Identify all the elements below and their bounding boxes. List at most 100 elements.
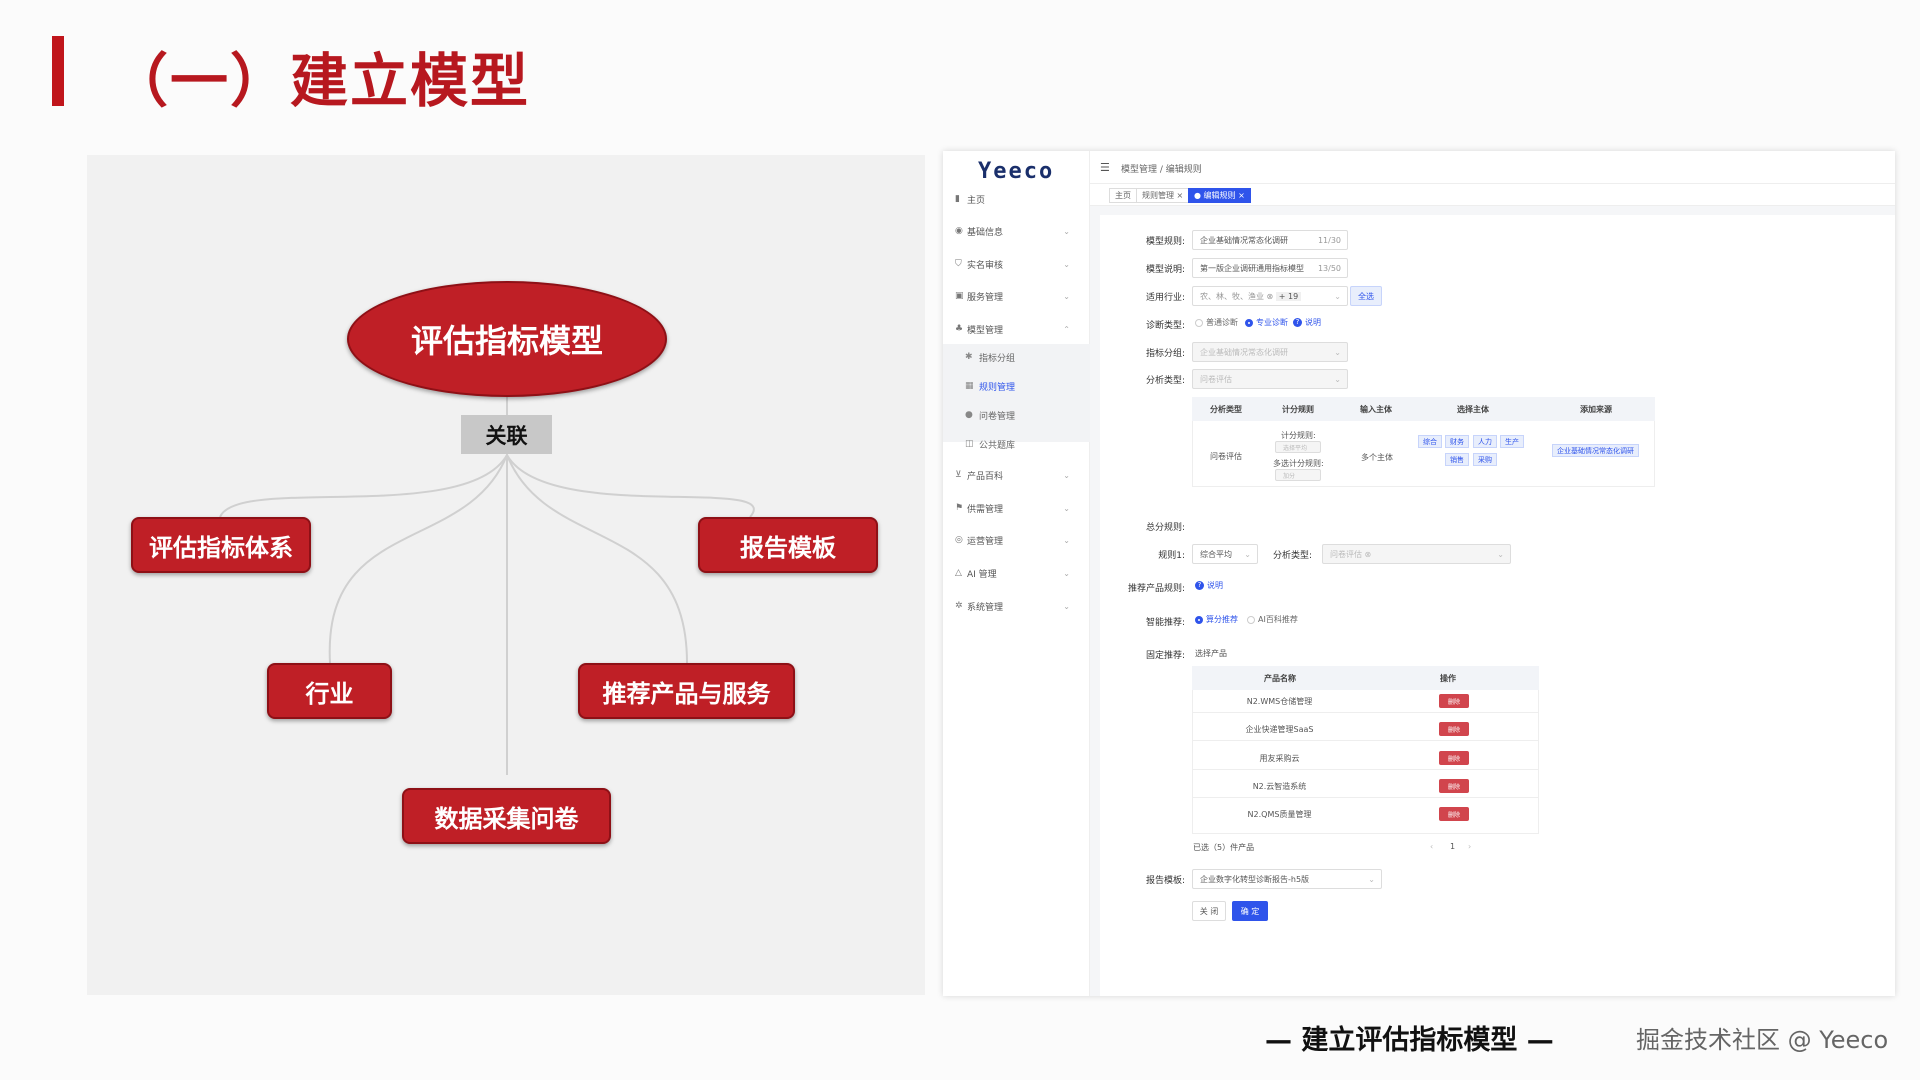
rule1-select[interactable]: 综合平均⌄: [1192, 544, 1258, 564]
analysis-type-select[interactable]: 问卷评估⌄: [1192, 369, 1348, 389]
subject-tag[interactable]: 综合: [1418, 435, 1442, 448]
industry-select[interactable]: 农、林、牧、渔业 ⊗ + 19⌄: [1192, 286, 1348, 306]
menu-icon[interactable]: ☰: [1100, 161, 1110, 174]
subject-tag[interactable]: 生产: [1500, 435, 1524, 448]
sidebar-item-ai[interactable]: △AI 管理⌄: [955, 568, 1070, 580]
gear-icon: ✲: [955, 601, 963, 611]
multi-score-rule-select[interactable]: 加分: [1275, 469, 1321, 481]
chevron-down-icon: ⌄: [1334, 347, 1341, 357]
select-products-link[interactable]: 选择产品: [1195, 649, 1227, 658]
watermark: 掘金技术社区 @ Yeeco: [1636, 1026, 1889, 1054]
diag-explain-link[interactable]: ?说明: [1293, 317, 1321, 328]
grid-icon: ▦: [965, 381, 974, 391]
slide-caption: — 建立评估指标模型 —: [1265, 1025, 1554, 1056]
sidebar-item-supply[interactable]: ⚑供需管理⌄: [955, 503, 1070, 515]
chevron-down-icon: ⌄: [1063, 291, 1070, 301]
report-template-label: 报告模板:: [1145, 876, 1185, 886]
chevron-down-icon: ⌄: [1063, 470, 1070, 480]
chevron-down-icon: ⌄: [1244, 549, 1251, 559]
sidebar-item-model[interactable]: ♣模型管理⌃: [955, 324, 1070, 336]
radio-normal-diag[interactable]: 普通诊断: [1195, 317, 1238, 328]
page-number[interactable]: 1: [1450, 842, 1456, 851]
question-icon: ?: [1195, 581, 1204, 590]
report-template-select[interactable]: 企业数字化转型诊断报告-h5版⌄: [1192, 869, 1382, 889]
tab-home[interactable]: 主页: [1109, 188, 1137, 203]
submenu-background: [943, 344, 1090, 442]
sidebar-item-products[interactable]: ⊻产品百科⌄: [955, 470, 1070, 482]
chevron-down-icon: ⌄: [1063, 503, 1070, 513]
chevron-down-icon: ⌄: [1368, 874, 1375, 884]
shield-icon: ⛉: [955, 259, 962, 269]
radio-score-recommend[interactable]: 算分推荐: [1195, 614, 1238, 625]
model-desc-label: 模型说明:: [1145, 265, 1185, 275]
radio-professional-diag[interactable]: 专业诊断: [1245, 317, 1288, 328]
sidebar-item-service[interactable]: ▣服务管理⌄: [955, 291, 1070, 303]
prev-page-icon[interactable]: ‹: [1430, 842, 1434, 851]
select-all-button[interactable]: 全选: [1350, 286, 1382, 306]
chevron-down-icon: ⌄: [1497, 549, 1504, 559]
delete-button[interactable]: 删除: [1439, 807, 1469, 821]
confirm-button[interactable]: 确 定: [1232, 901, 1268, 921]
input-subject-value: 多个主体: [1361, 453, 1393, 462]
chevron-down-icon: ⌄: [1063, 226, 1070, 236]
globe-icon: ◉: [955, 226, 963, 236]
sidebar-item-basic-info[interactable]: ◉基础信息⌄: [955, 226, 1070, 238]
rule1-analysis-select[interactable]: 问卷评估 ⊗⌄: [1322, 544, 1511, 564]
sidebar-item-operations[interactable]: ◎运营管理⌄: [955, 535, 1070, 547]
delete-button[interactable]: 删除: [1439, 751, 1469, 765]
delete-button[interactable]: 删除: [1439, 779, 1469, 793]
mindmap-node-questionnaire: 数据采集问卷: [402, 788, 611, 844]
app-logo: Yeeco: [978, 159, 1055, 184]
sidebar-item-system[interactable]: ✲系统管理⌄: [955, 601, 1070, 613]
sidebar-sub-question-bank[interactable]: ◫公共题库: [965, 439, 1016, 451]
chevron-down-icon: ⌄: [1063, 601, 1070, 611]
index-group-label: 指标分组:: [1145, 349, 1185, 359]
mindmap-node-indicator-system: 评估指标体系: [131, 517, 311, 573]
product-name: N2.WMS仓储管理: [1246, 697, 1313, 706]
product-name: 用友采购云: [1259, 754, 1300, 763]
source-tag[interactable]: 企业基础情况常态化调研: [1552, 444, 1639, 457]
sidebar-sub-index-group[interactable]: ✱指标分组: [965, 352, 1016, 364]
score-rule-select[interactable]: 选择平均: [1275, 441, 1321, 453]
radio-ai-recommend[interactable]: AI百科推荐: [1247, 614, 1298, 625]
subject-tag[interactable]: 采购: [1473, 453, 1497, 466]
sidebar-item-home[interactable]: ▮主页: [955, 194, 986, 206]
subject-tag[interactable]: 销售: [1445, 453, 1469, 466]
sidebar-sub-questionnaire[interactable]: ●问卷管理: [965, 410, 1016, 422]
sidebar-item-verification[interactable]: ⛉实名审核⌄: [955, 259, 1070, 271]
product-name: N2.QMS质量管理: [1247, 810, 1312, 819]
mindmap-node-report-template: 报告模板: [698, 517, 878, 573]
subject-tag[interactable]: 财务: [1445, 435, 1469, 448]
multi-score-rule-label: 多选计分规则:: [1273, 459, 1324, 468]
char-counter: 11/30: [1317, 235, 1341, 245]
tab-edit-rule[interactable]: ● 编辑规则 ×: [1188, 188, 1251, 203]
fixed-rec-label: 固定推荐:: [1145, 651, 1185, 661]
delete-button[interactable]: 删除: [1439, 694, 1469, 708]
total-rule-label: 总分规则:: [1145, 523, 1185, 533]
chevron-down-icon: ⌄: [1334, 374, 1341, 384]
title-accent-bar: [52, 36, 64, 106]
tab-rule-management[interactable]: 规则管理 ×: [1136, 188, 1190, 203]
triangle-icon: △: [955, 568, 962, 578]
hierarchy-icon: ♣: [955, 324, 964, 334]
top-bar: [1090, 151, 1895, 184]
sidebar-sub-rule-management[interactable]: ▦规则管理: [965, 381, 1016, 393]
rec-explain-link[interactable]: ?说明: [1195, 580, 1223, 591]
analysis-table-header: 分析类型 计分规则 输入主体 选择主体 添加来源: [1192, 397, 1655, 421]
tabs-bar: [1090, 184, 1895, 206]
model-rule-label: 模型规则:: [1145, 237, 1185, 247]
diag-type-label: 诊断类型:: [1145, 321, 1185, 331]
chat-icon: ●: [965, 410, 973, 420]
product-table-header: 产品名称 操作: [1192, 666, 1539, 690]
next-page-icon[interactable]: ›: [1468, 842, 1472, 851]
delete-button[interactable]: 删除: [1439, 722, 1469, 736]
gear-icon: ✱: [965, 352, 973, 362]
close-button[interactable]: 关 闭: [1192, 901, 1226, 921]
subject-tag[interactable]: 人力: [1473, 435, 1497, 448]
index-group-select[interactable]: 企业基础情况常态化调研⌄: [1192, 342, 1348, 362]
chevron-down-icon: ⌄: [1063, 259, 1070, 269]
mindmap-node-industry: 行业: [267, 663, 392, 719]
mindmap-root-node: 评估指标模型: [347, 281, 667, 397]
